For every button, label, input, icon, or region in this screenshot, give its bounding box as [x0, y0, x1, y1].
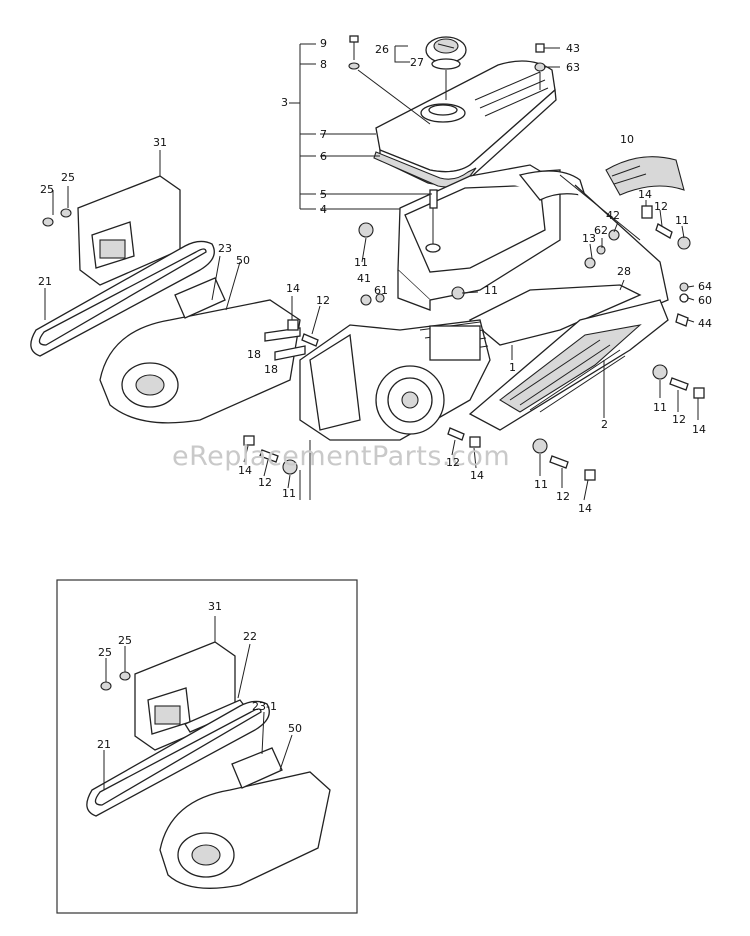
group-3-bracket — [289, 43, 316, 210]
inset-label-31: 31 — [208, 600, 222, 613]
label-7: 7 — [320, 128, 327, 141]
crankcase-engine — [299, 319, 491, 441]
label-12-right: 12 — [654, 200, 668, 213]
label-25-left: 25 — [40, 183, 54, 196]
inset-frame — [56, 579, 358, 914]
label-18-b: 18 — [264, 363, 278, 376]
label-11-lowleft: 11 — [282, 487, 296, 500]
label-11-mid: 11 — [484, 284, 498, 297]
label-11-right: 11 — [675, 214, 689, 227]
label-23: 23 — [218, 242, 232, 255]
label-10: 10 — [620, 133, 634, 146]
inset-nuts-part-25 — [100, 671, 131, 691]
label-14-lowleft: 14 — [238, 464, 252, 477]
label-12-bottom: 12 — [556, 490, 570, 503]
chain-part-21 — [30, 240, 215, 357]
handle-grip-part-10 — [605, 156, 685, 196]
inset-label-25-right: 25 — [118, 634, 132, 647]
label-12-lowleft: 12 — [258, 476, 272, 489]
inset-label-21: 21 — [97, 738, 111, 751]
label-9: 9 — [320, 37, 327, 50]
label-63: 63 — [566, 61, 580, 74]
label-14-center: 14 — [470, 469, 484, 482]
label-14-lowright: 14 — [692, 423, 706, 436]
label-14-right: 14 — [638, 188, 652, 201]
label-64: 64 — [698, 280, 712, 293]
label-12-lowright: 12 — [672, 413, 686, 426]
label-50: 50 — [236, 254, 250, 267]
inset-leaders — [103, 616, 293, 790]
label-28: 28 — [617, 265, 631, 278]
label-31: 31 — [153, 136, 167, 149]
hardware-bottom — [243, 222, 705, 481]
label-5: 5 — [320, 188, 327, 201]
label-1: 1 — [509, 361, 516, 374]
screw-part-9 — [348, 35, 431, 125]
rear-handle-frame — [518, 170, 669, 321]
part-labels: 9 8 3 7 6 5 4 26 27 43 63 10 14 12 11 42… — [38, 37, 712, 751]
base-plate-part-1 — [468, 284, 642, 346]
label-6: 6 — [320, 150, 327, 163]
label-11-bottom: 11 — [534, 478, 548, 491]
cover-gasket-part-6 — [373, 151, 477, 188]
inset-label-50: 50 — [288, 722, 302, 735]
guide-bar-housing — [99, 277, 301, 424]
label-12-center: 12 — [446, 456, 460, 469]
label-27: 27 — [410, 56, 424, 69]
label-41: 41 — [357, 272, 371, 285]
inset-label-23-1: 23-1 — [252, 700, 277, 713]
label-60: 60 — [698, 294, 712, 307]
label-2: 2 — [601, 418, 608, 431]
label-11-lowright: 11 — [653, 401, 667, 414]
label-12-mid: 12 — [316, 294, 330, 307]
label-3: 3 — [281, 96, 288, 109]
inset-label-25-left: 25 — [98, 646, 112, 659]
label-14-mid: 14 — [286, 282, 300, 295]
inset-guide-bar-housing — [159, 747, 331, 889]
top-cover-part-7 — [375, 60, 557, 186]
label-44: 44 — [698, 317, 712, 330]
label-11-tank: 11 — [354, 256, 368, 269]
label-42: 42 — [606, 209, 620, 222]
label-43: 43 — [566, 42, 580, 55]
screw-part-43 — [534, 43, 546, 90]
label-14-bottom: 14 — [578, 502, 592, 515]
clutch-cover-part-31 — [77, 175, 181, 286]
watermark-text: eReplacementParts.com — [172, 441, 510, 472]
label-4: 4 — [320, 203, 327, 216]
label-8: 8 — [320, 58, 327, 71]
nuts-part-25 — [42, 208, 72, 227]
leader-lines — [44, 45, 699, 501]
inset-chain-part-21 — [86, 700, 270, 817]
label-18-a: 18 — [247, 348, 261, 361]
label-13: 13 — [582, 232, 596, 245]
label-62: 62 — [594, 224, 608, 237]
label-25-right: 25 — [61, 171, 75, 184]
inset-label-22: 22 — [243, 630, 257, 643]
label-61: 61 — [374, 284, 388, 297]
label-21: 21 — [38, 275, 52, 288]
bottom-pan-part-2 — [468, 299, 669, 431]
label-26: 26 — [375, 43, 389, 56]
filler-cap-part-26 — [425, 36, 467, 70]
